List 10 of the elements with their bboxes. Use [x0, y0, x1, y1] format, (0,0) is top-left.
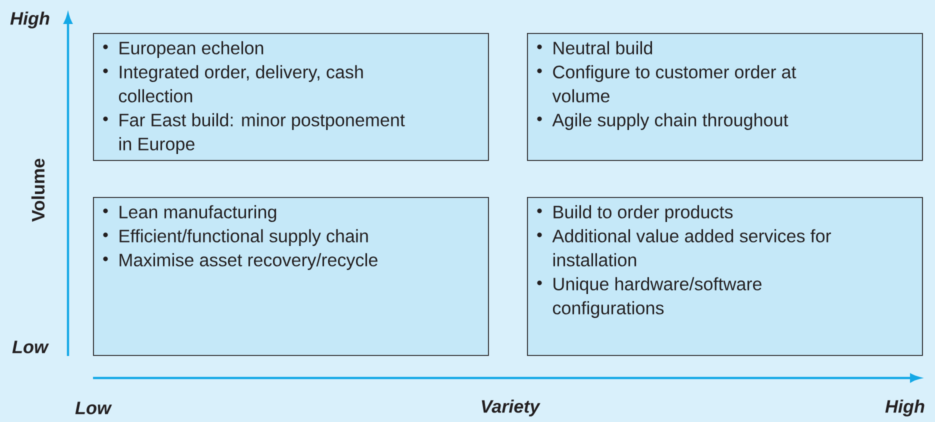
axis-label: Variety: [482, 400, 540, 416]
text-box: Build to order products Additional value added services for installation Unique hardware/software configurations: [527, 197, 923, 356]
text-box: Lean manufacturing Efficient/functional supply chain Maximise asset recovery/recycle: [93, 197, 489, 356]
text-box: Neutral build Configure to customer order at volume Agile supply chain throughout: [527, 32, 923, 161]
axis-label: Volume: [31, 158, 45, 222]
text-box: European echelon Integrated order, delivery, cash collection Far East build: minor postponement in Europe: [93, 32, 489, 161]
axis-label: High: [885, 400, 924, 416]
axis-label: Low: [12, 340, 49, 354]
axis-label: High: [10, 12, 50, 28]
axis-label: Low: [75, 402, 112, 414]
